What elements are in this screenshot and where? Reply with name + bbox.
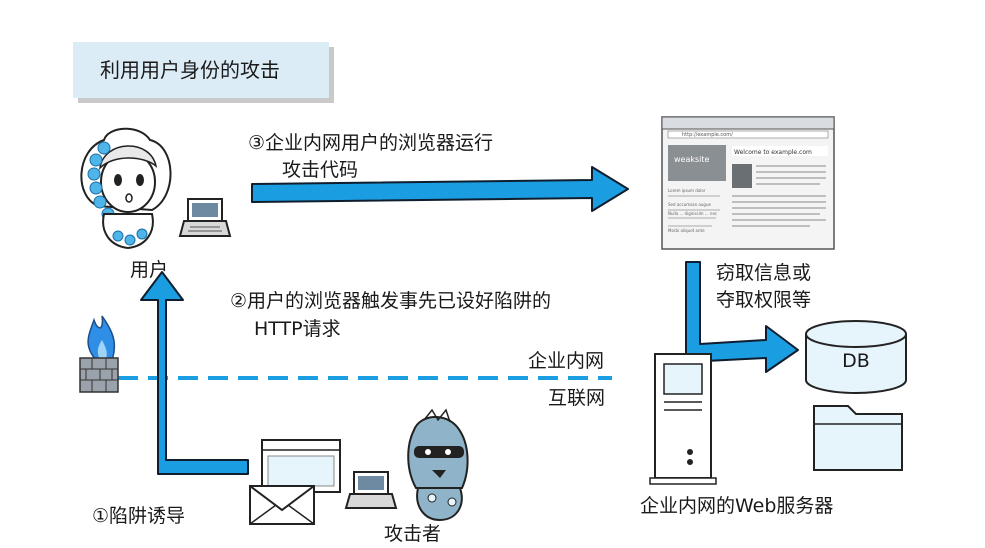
browser-body-line-3: Nulla ... dignissim ... nec <box>668 211 717 216</box>
step2-label-line2: HTTP请求 <box>254 318 341 340</box>
folder-icon <box>813 405 903 471</box>
title-box <box>73 42 329 98</box>
browser-url-text: http://example.com/ <box>682 132 733 138</box>
user-label: 用户 <box>130 259 169 281</box>
lure-webpage-icon <box>261 439 341 493</box>
arrow-steal-data <box>685 261 799 373</box>
browser-brand-text: weaksite <box>674 155 710 164</box>
db-label: DB <box>842 350 870 372</box>
arrow-step1-lure <box>140 271 249 475</box>
steal-label-line2: 夺取权限等 <box>716 289 812 311</box>
user-avatar-icon <box>80 127 172 250</box>
step3-label-line2: 攻击代码 <box>282 159 359 181</box>
browser-body-line-1: Lorem ipsum dolor <box>668 188 706 193</box>
attacker-laptop-icon <box>344 471 398 509</box>
diagram-title: 利用用户身份的攻击 <box>100 58 280 82</box>
firewall-icon <box>79 315 119 393</box>
arrow-step3-attack-code <box>251 166 629 212</box>
zone-internet-label: 互联网 <box>548 387 606 409</box>
database-icon <box>805 320 907 394</box>
step3-label-line1: ③企业内网用户的浏览器运行 <box>248 132 494 154</box>
envelope-icon <box>249 485 315 525</box>
step2-label-line1: ②用户的浏览器触发事先已设好陷阱的 <box>230 290 552 312</box>
web-server-label: 企业内网的Web服务器 <box>640 495 834 517</box>
step1-label: ①陷阱诱导 <box>92 505 186 527</box>
attacker-label: 攻击者 <box>384 523 442 545</box>
browser-body-line-4: Morbi aliquet ante <box>668 228 705 233</box>
user-laptop-icon <box>178 198 232 237</box>
zone-intranet-label: 企业内网 <box>528 350 605 372</box>
browser-heading-text: Welcome to example.com <box>734 149 812 156</box>
browser-body-line-2: Sed accumsan augue <box>668 202 711 207</box>
server-icon <box>649 353 717 485</box>
attacker-avatar-icon <box>407 408 469 522</box>
browser-window-icon <box>661 116 835 250</box>
steal-label-line1: 窃取信息或 <box>716 262 812 284</box>
